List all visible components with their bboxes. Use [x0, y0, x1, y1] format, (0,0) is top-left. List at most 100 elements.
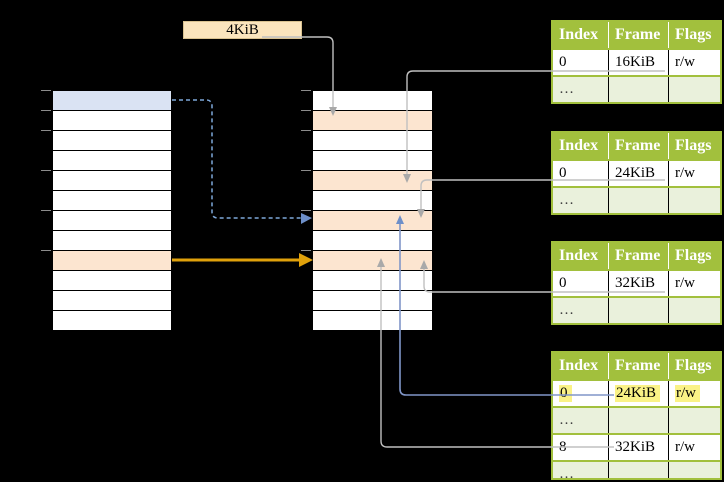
page-table-3-row-0: 0 32KiB r/w: [553, 269, 720, 296]
frame-size-label: 4KiB: [183, 21, 302, 39]
virtual-page-row-5: [53, 191, 171, 211]
physical-frame-address-tick: [301, 210, 311, 211]
cell-index: 0: [553, 50, 608, 75]
cell-text: 0: [559, 275, 567, 291]
arrow-virtual-orange-page-mapping-arrowhead: [299, 253, 313, 267]
cell-frame: 24KiB: [608, 161, 668, 186]
cell-index: 8: [553, 435, 608, 460]
physical-frame-row-8: [313, 251, 432, 271]
cell-text: 0: [559, 385, 572, 402]
page-table-2-row-1: …: [553, 186, 720, 213]
cell-text: …: [559, 192, 574, 208]
cell-text: 24KiB: [615, 385, 661, 402]
cell-text: r/w: [675, 165, 695, 181]
cell-index: …: [553, 462, 608, 480]
cell-text: r/w: [675, 275, 695, 291]
column-header-index: Index: [559, 137, 599, 154]
cell-text: …: [559, 81, 574, 97]
physical-frame-address-tick: [301, 170, 311, 171]
virtual-page-row-2: [53, 131, 171, 151]
cell-text: …: [559, 302, 574, 318]
page-table-3-row-1: …: [553, 296, 720, 323]
virtual-page-row-8: [53, 251, 171, 271]
virtual-page-row-7: [53, 231, 171, 251]
physical-frame-address-tick: [301, 90, 311, 91]
virtual-page-address-tick: [41, 90, 51, 91]
page-table-4-row-0: 0 24KiB r/w: [553, 379, 720, 406]
cell-text: 32KiB: [615, 275, 656, 291]
column-header-flags: Flags: [668, 22, 720, 48]
virtual-page-address-tick: [41, 170, 51, 171]
cell-text: r/w: [675, 385, 700, 402]
physical-frame-row-1: [313, 111, 432, 131]
cell-index: 0: [553, 381, 608, 406]
cell-text: r/w: [675, 439, 695, 455]
physical-frame-address-tick: [301, 250, 311, 251]
physical-frame-row-11: [313, 311, 432, 330]
cell-text: r/w: [675, 54, 695, 70]
cell-flags: [668, 188, 720, 213]
cell-frame: [608, 77, 668, 102]
page-table-1-row-0: 0 16KiB r/w: [553, 48, 720, 75]
cell-text: …: [559, 412, 574, 428]
physical-frame-row-5: [313, 191, 432, 211]
column-header-frame: Frame: [608, 22, 668, 48]
page-table-4-row-3: …: [553, 460, 720, 480]
cell-flags: r/w: [668, 50, 720, 75]
arrow-virtual-blue-page-mapping-arrowhead: [301, 213, 312, 224]
page-table-1-row-1: …: [553, 75, 720, 102]
virtual-page-row-1: [53, 111, 171, 131]
physical-frame-row-0: [313, 91, 432, 111]
cell-text: 24KiB: [615, 165, 656, 181]
virtual-page-address-tick: [41, 110, 51, 111]
virtual-memory-column: [52, 90, 172, 331]
column-header-index: Index: [559, 357, 599, 374]
cell-frame: 24KiB: [608, 381, 668, 406]
cell-frame: 32KiB: [608, 271, 668, 296]
virtual-page-address-tick: [41, 210, 51, 211]
physical-frame-address-tick: [301, 110, 311, 111]
column-header-frame: Frame: [608, 243, 668, 269]
column-header-frame: Frame: [608, 133, 668, 159]
cell-index: 0: [553, 271, 608, 296]
cell-flags: [668, 77, 720, 102]
column-header-flags: Flags: [668, 353, 720, 379]
arrow-virtual-blue-page-mapping-line: [172, 99, 301, 219]
cell-frame: [608, 188, 668, 213]
virtual-page-row-4: [53, 171, 171, 191]
cell-frame: 16KiB: [608, 50, 668, 75]
physical-frame-row-6: [313, 211, 432, 231]
cell-frame: [608, 408, 668, 433]
cell-text: 0: [559, 54, 567, 70]
arrow-virtual-blue-page-mapping: [172, 99, 312, 224]
cell-index: …: [553, 188, 608, 213]
cell-flags: r/w: [668, 271, 720, 296]
physical-frame-row-10: [313, 291, 432, 311]
cell-flags: [668, 462, 720, 478]
cell-text: 32KiB: [615, 439, 656, 455]
column-header-frame: Frame: [608, 353, 668, 379]
virtual-page-address-tick: [41, 250, 51, 251]
physical-frame-row-3: [313, 151, 432, 171]
virtual-page-row-6: [53, 211, 171, 231]
column-header-index: Index: [559, 247, 599, 264]
physical-frame-row-4: [313, 171, 432, 191]
virtual-page-row-10: [53, 291, 171, 311]
cell-index: …: [553, 77, 608, 102]
cell-text: 8: [559, 439, 567, 455]
physical-memory-column: [312, 90, 433, 331]
column-header-index: Index: [559, 26, 599, 43]
cell-flags: r/w: [668, 381, 720, 406]
cell-text: …: [559, 466, 574, 480]
page-table-4-row-1: …: [553, 406, 720, 433]
arrow-virtual-orange-page-mapping: [172, 253, 313, 267]
cell-flags: r/w: [668, 161, 720, 186]
